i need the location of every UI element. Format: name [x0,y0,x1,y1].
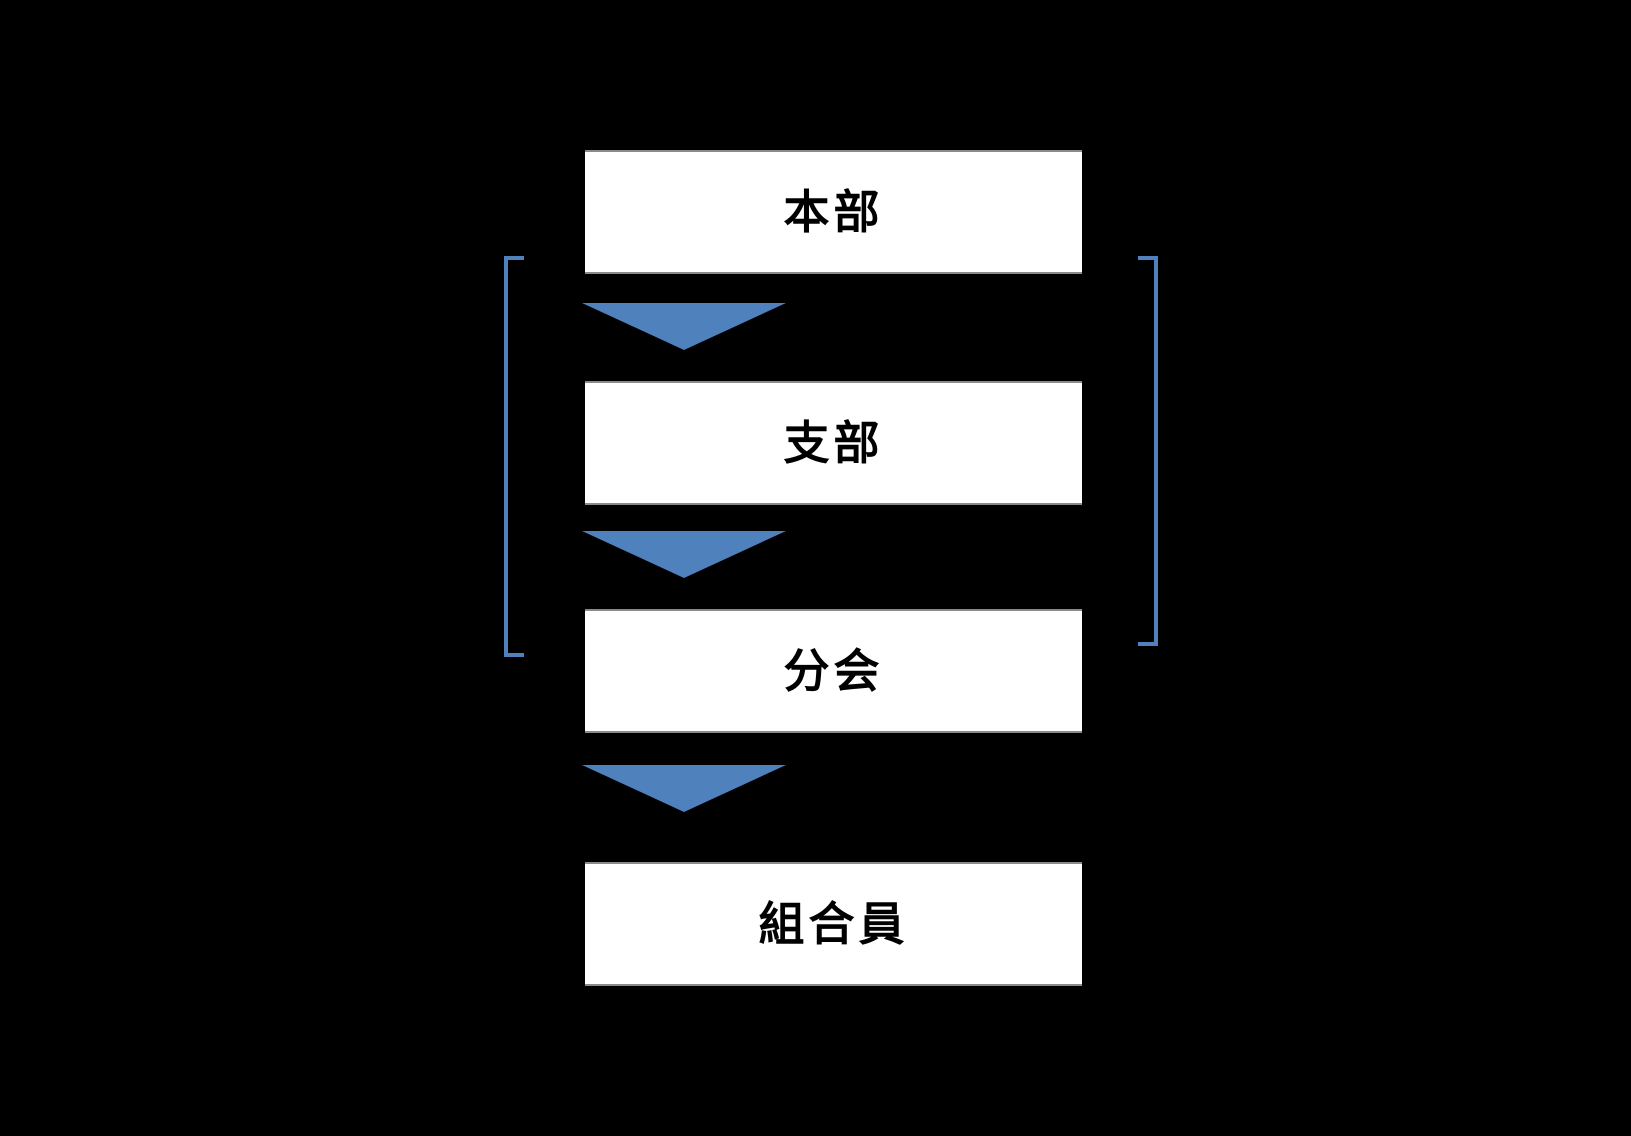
level-box-branch: 支部 [585,381,1082,505]
down-triangle-icon [582,765,786,812]
level-label-members: 組合員 [758,898,909,950]
level-label-branch: 支部 [783,417,884,469]
down-triangle-icon [582,531,786,578]
level-box-headquarters: 本部 [585,150,1082,274]
level-box-chapter: 分会 [585,609,1082,733]
level-label-headquarters: 本部 [783,186,884,238]
right-bracket [1138,256,1158,646]
level-label-chapter: 分会 [783,645,884,697]
left-bracket [504,256,524,657]
down-triangle-icon [582,303,786,350]
level-box-members: 組合員 [585,862,1082,986]
